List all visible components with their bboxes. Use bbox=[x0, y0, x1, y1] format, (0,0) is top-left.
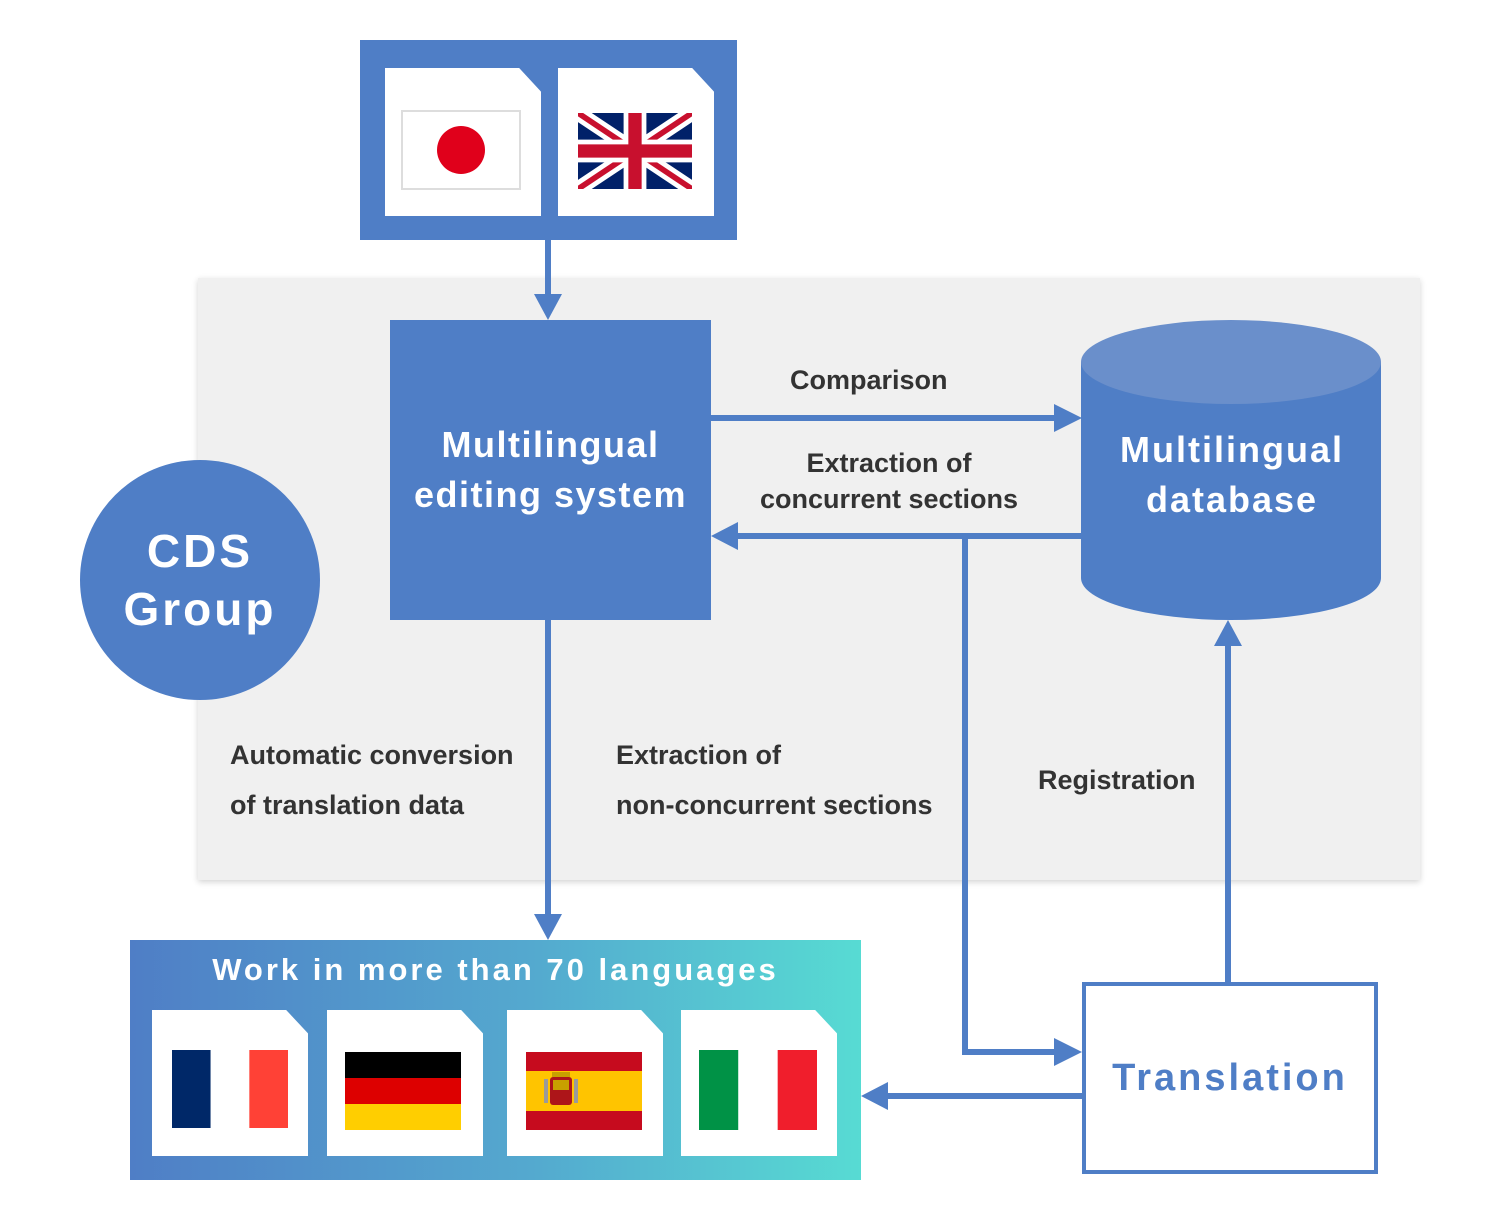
comparison-label: Comparison bbox=[790, 365, 948, 395]
automatic-conversion-label: Automatic conversion of translation data bbox=[230, 740, 514, 820]
cds-group-label: CDS Group bbox=[123, 525, 277, 635]
registration-label: Registration bbox=[1038, 765, 1196, 795]
source-documents-box bbox=[360, 40, 737, 240]
arrow-non-concurrent-to-translation bbox=[962, 536, 1058, 1055]
target-file-italian bbox=[681, 1010, 837, 1156]
editing-system-label: Multilingual editing system bbox=[413, 424, 688, 515]
translation-label: Translation bbox=[1112, 1056, 1348, 1099]
uk-flag-icon bbox=[578, 113, 692, 189]
target-file-french bbox=[152, 1010, 308, 1156]
arrowhead-left-languages bbox=[861, 1082, 888, 1110]
italy-flag-icon bbox=[699, 1050, 817, 1130]
france-flag-icon bbox=[172, 1050, 288, 1128]
extraction-non-concurrent-label: Extraction of non-concurrent sections bbox=[616, 740, 933, 820]
target-languages-box: Work in more than 70 languages bbox=[130, 940, 861, 1180]
source-file-japanese bbox=[385, 68, 541, 216]
spain-flag-icon bbox=[526, 1052, 642, 1130]
arrowhead-right-translation bbox=[1054, 1038, 1082, 1066]
multilingual-editing-system-box: Multilingual editing system bbox=[390, 320, 711, 620]
multilingual-database-icon bbox=[1081, 320, 1381, 620]
source-file-english bbox=[558, 68, 714, 216]
target-file-spanish bbox=[507, 1010, 663, 1156]
extraction-concurrent-label: Extraction of concurrent sections bbox=[759, 448, 1019, 514]
database-label: Multilingual database bbox=[1120, 429, 1344, 520]
languages-title: Work in more than 70 languages bbox=[212, 952, 779, 987]
germany-flag-icon bbox=[345, 1052, 461, 1130]
cds-group-badge: CDS Group bbox=[80, 460, 320, 700]
arrowhead-up-database bbox=[1214, 620, 1242, 646]
japan-flag-icon bbox=[401, 110, 521, 190]
translation-box: Translation bbox=[1082, 982, 1378, 1174]
arrowhead-right-database bbox=[1054, 404, 1082, 432]
arrowhead-left-editing bbox=[711, 522, 738, 550]
arrowhead-down-languages bbox=[534, 914, 562, 940]
arrowhead-down-editing bbox=[534, 294, 562, 320]
target-file-german bbox=[327, 1010, 483, 1156]
